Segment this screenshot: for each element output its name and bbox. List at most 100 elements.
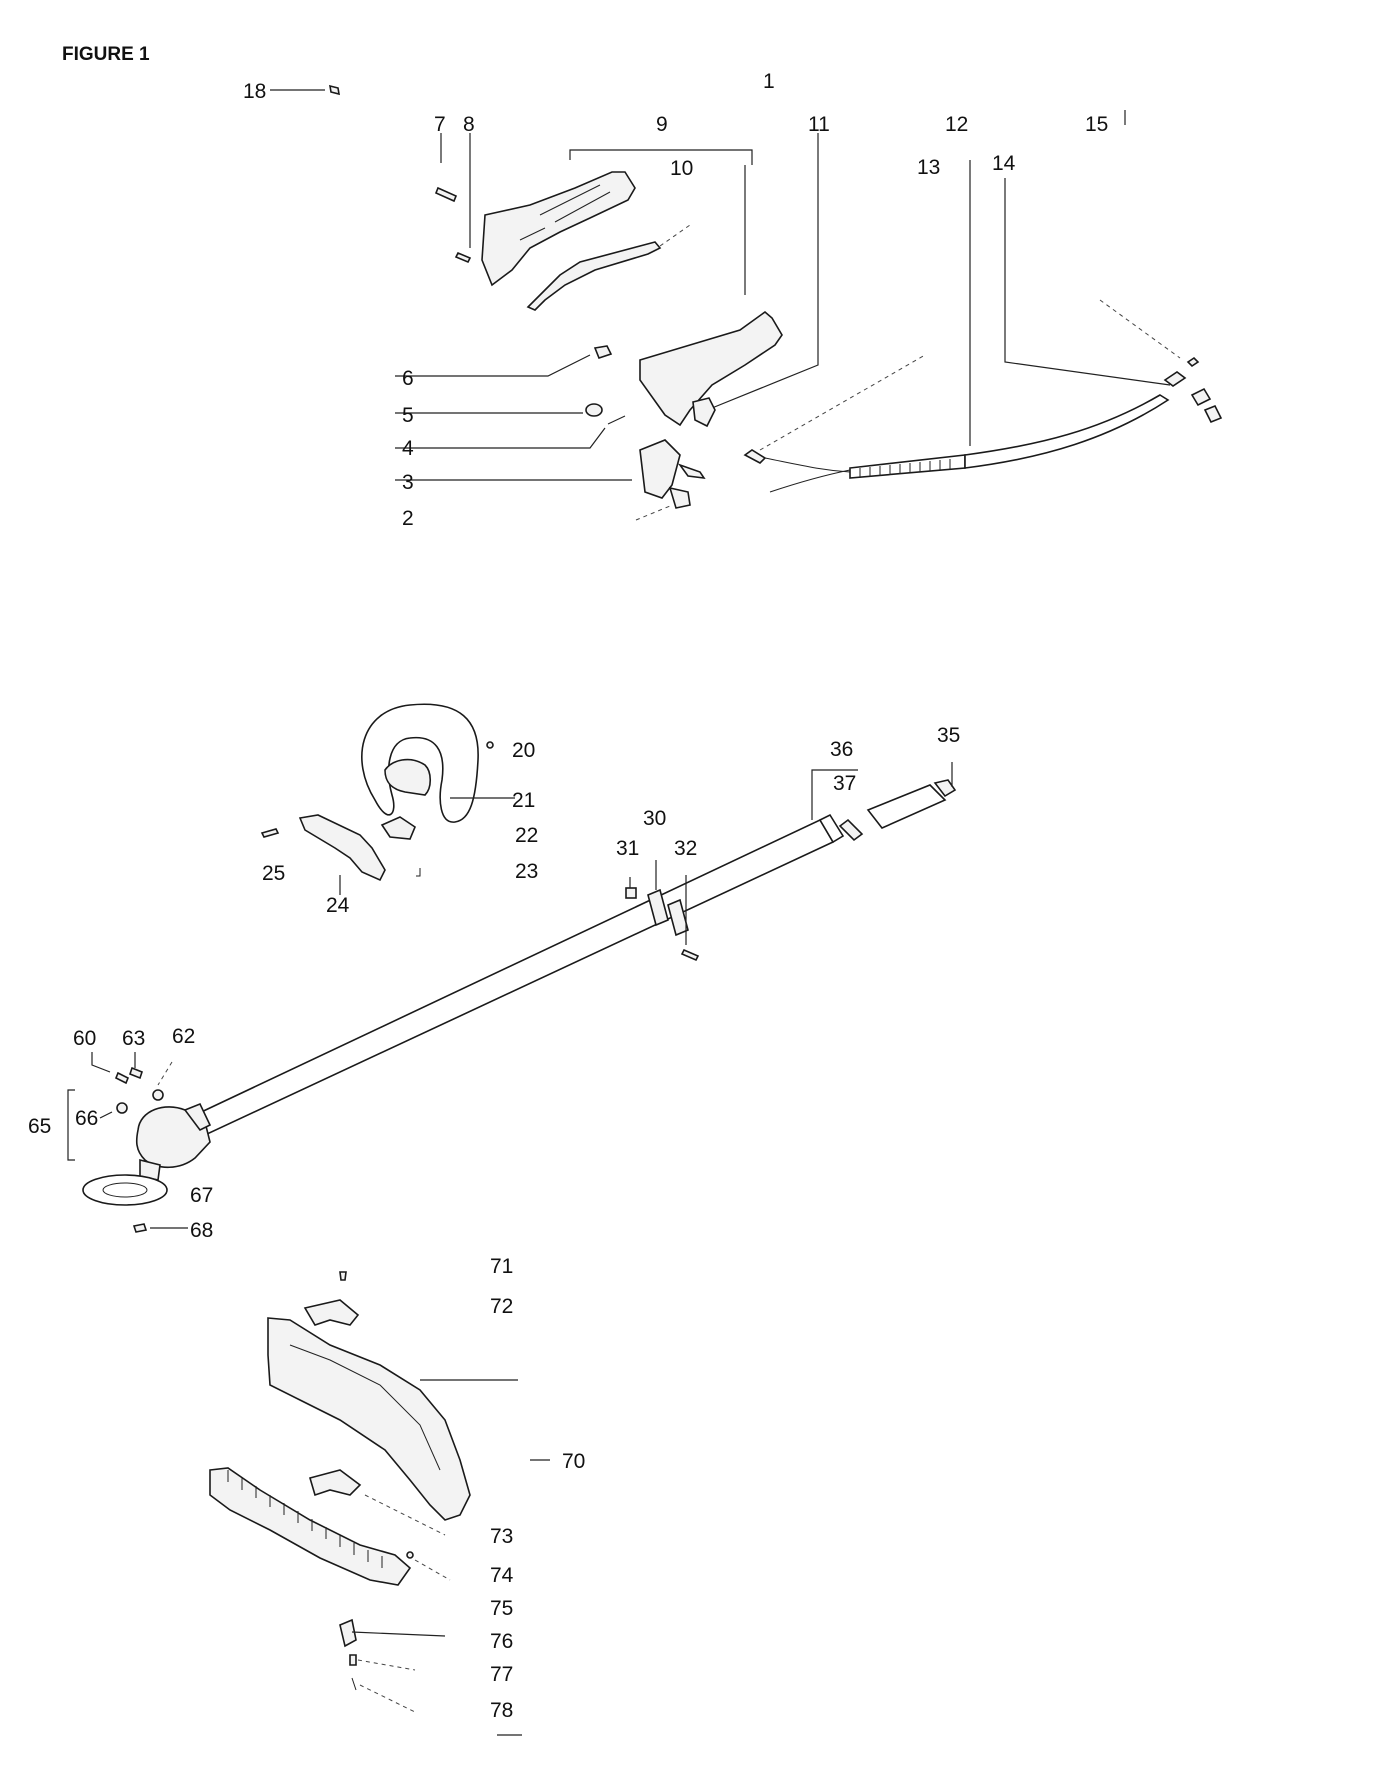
callout-32: 32 [674, 837, 697, 860]
callout-21: 21 [512, 789, 535, 812]
callout-77: 77 [490, 1663, 513, 1686]
callout-11: 11 [808, 113, 830, 136]
screw-66 [116, 1102, 128, 1114]
upper-guard-70 [267, 1317, 471, 1521]
screw-25 [260, 828, 280, 838]
screw-8 [454, 251, 472, 264]
callout-76: 76 [490, 1630, 513, 1653]
nut-6 [593, 345, 613, 359]
callout-60: 60 [73, 1027, 96, 1050]
callout-8: 8 [463, 113, 475, 136]
pin-4 [607, 415, 626, 425]
lower-guard-75 [209, 1467, 412, 1586]
leader-78 [359, 1684, 416, 1713]
bracket-65 [67, 1089, 75, 1161]
callout-22: 22 [515, 824, 538, 847]
clip-2 [668, 486, 691, 509]
callout-74: 74 [490, 1564, 514, 1587]
callout-2: 2 [402, 507, 414, 530]
callout-78: 78 [490, 1699, 513, 1722]
callout-13: 13 [917, 156, 940, 179]
handle-assembly [270, 84, 1223, 521]
callout-37: 37 [833, 772, 856, 795]
clamp-30b [667, 898, 689, 937]
leader-62 [157, 1061, 173, 1086]
callout-23: 23 [515, 860, 538, 883]
callout-20: 20 [512, 739, 535, 762]
callout-7: 7 [434, 113, 446, 136]
shaft-assembly [67, 703, 957, 1233]
clamp-22 [380, 816, 416, 840]
cable-12 [964, 394, 1170, 469]
cover-67-inner [102, 1182, 148, 1198]
cover-67 [82, 1174, 168, 1206]
washer-5 [585, 403, 603, 417]
screw-77 [349, 1654, 357, 1666]
callout-62: 62 [172, 1025, 195, 1048]
shaft-tube [193, 818, 835, 1137]
clamp-30 [647, 888, 669, 927]
screw-63 [129, 1066, 143, 1080]
callout-71: 71 [490, 1255, 513, 1278]
callout-36: 36 [830, 738, 853, 761]
callout-1: 1 [763, 70, 775, 93]
leader-73 [364, 1494, 446, 1536]
leader-77 [357, 1659, 416, 1671]
shaft-end [818, 813, 845, 844]
handle-bracket-24 [298, 814, 386, 882]
callout-3: 3 [402, 471, 414, 494]
leader-66 [99, 1111, 113, 1119]
callout-67: 67 [190, 1184, 213, 1207]
leader-4 [395, 427, 606, 449]
bracket-9 [569, 149, 753, 165]
callout-9: 9 [656, 113, 668, 136]
leader-14 [1004, 178, 1171, 386]
screw-18 [329, 84, 340, 96]
trigger-lock-3 [639, 439, 681, 499]
leader-6 [395, 354, 591, 377]
callout-6: 6 [402, 367, 414, 390]
callout-63: 63 [122, 1027, 145, 1050]
screw-60 [114, 1071, 130, 1085]
gear-head-65 [135, 1106, 211, 1169]
throttle-trigger-10 [526, 241, 662, 311]
cable-coil [859, 459, 951, 478]
guard-ridge [289, 1344, 441, 1471]
callout-24: 24 [326, 894, 350, 917]
screw-20 [486, 741, 494, 749]
pin-78 [351, 1677, 357, 1691]
cable-end-13 [743, 449, 767, 464]
callout-30: 30 [643, 807, 666, 830]
callout-72: 72 [490, 1295, 513, 1318]
spring-3 [677, 463, 706, 480]
nut-31 [625, 887, 637, 899]
bracket-36 [811, 769, 858, 780]
drive-shaft-35 [866, 784, 947, 829]
screw-62 [152, 1089, 164, 1101]
cable-sleeve [849, 454, 966, 479]
callout-15: 15 [1085, 113, 1108, 136]
leader-15 [1099, 299, 1181, 359]
terminal-14a [1190, 387, 1212, 407]
guard-assembly [209, 1271, 550, 1736]
drive-shaft-tip [933, 779, 957, 798]
leader-13 [759, 354, 926, 451]
callout-35: 35 [937, 724, 960, 747]
leader-74 [414, 1559, 451, 1581]
screw-68 [132, 1223, 148, 1233]
switch-11 [692, 397, 716, 428]
callout-10: 10 [670, 157, 693, 180]
callout-25: 25 [262, 862, 285, 885]
handle-half-right [639, 310, 783, 427]
callout-75: 75 [490, 1597, 513, 1620]
callout-66: 66 [75, 1107, 98, 1130]
terminal-14b [1203, 404, 1223, 424]
washer-74 [406, 1551, 414, 1559]
leader-11 [711, 133, 819, 409]
blade-76 [339, 1618, 357, 1648]
callout-68: 68 [190, 1219, 213, 1242]
leader-60 [91, 1052, 111, 1073]
handle-half-left [481, 171, 636, 287]
clamp-73 [309, 1469, 362, 1497]
figure-title: FIGURE 1 [62, 44, 150, 65]
